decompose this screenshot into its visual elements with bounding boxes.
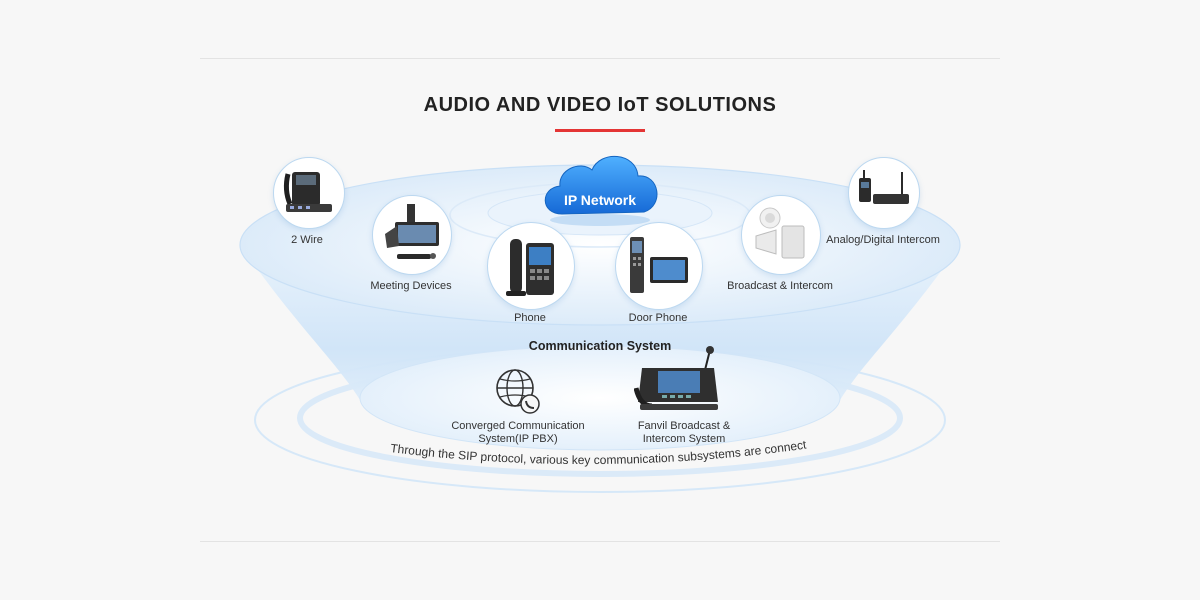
title-underline [555, 129, 645, 132]
conference-display-icon [385, 204, 439, 259]
ip-network-cloud-icon [544, 156, 658, 226]
meeting-device [372, 195, 452, 275]
pbx-label-line1: Converged Communication [451, 420, 585, 432]
meeting-devices-label: Meeting Devices [370, 280, 452, 292]
communication-system-title: Communication System [528, 339, 672, 353]
two-wire-device [273, 157, 345, 229]
globe-phone-icon [496, 369, 540, 414]
page-title: AUDIO AND VIDEO IoT SOLUTIONS [423, 94, 777, 116]
desk-phone-icon [506, 239, 554, 296]
speaker-horn-icon [755, 207, 805, 259]
analog-digital-intercom-label: Analog/Digital Intercom [826, 234, 940, 246]
pbx-label-line2: System(IP PBX) [478, 433, 558, 445]
broadcast-intercom-label: Broadcast & Intercom [727, 280, 833, 292]
ip-phone-with-switch-icon [283, 172, 332, 212]
phone-label: Phone [514, 312, 546, 324]
door-phone-device [615, 222, 703, 310]
door-intercom-icon [630, 237, 688, 293]
radio-gateway-icon [859, 170, 909, 204]
phone-device [487, 222, 575, 310]
broadcast-device [741, 195, 821, 275]
console-phone-icon [634, 346, 718, 410]
lower-disc [359, 345, 841, 451]
top-divider [200, 58, 1000, 59]
cloud-label: IP Network [563, 192, 637, 208]
fanvil-label-line2: Intercom System [642, 433, 726, 445]
analog-intercom-device [848, 157, 920, 229]
bottom-divider [200, 541, 1000, 542]
door-phone-label: Door Phone [628, 312, 688, 324]
two-wire-label: 2 Wire [291, 234, 323, 246]
fanvil-label-line1: Fanvil Broadcast & [637, 420, 731, 432]
